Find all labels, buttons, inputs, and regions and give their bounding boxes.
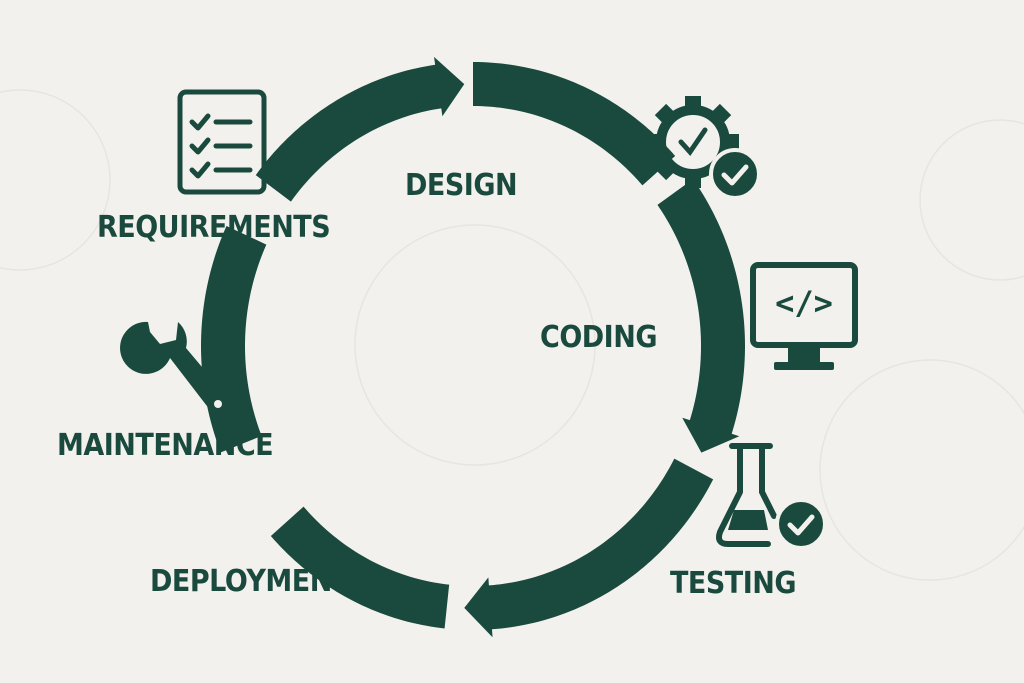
cycle-arrow-requirements-to-design bbox=[255, 56, 465, 202]
stage-label-coding: CODING bbox=[540, 320, 657, 355]
stage-label-maintenance: MAINTENANCE bbox=[57, 428, 274, 463]
monitor-code-icon: </> bbox=[750, 262, 858, 370]
stage-label-requirements: REQUIREMENTS bbox=[97, 210, 331, 245]
flask-check-icon bbox=[716, 443, 827, 550]
cycle-arc-maintenance bbox=[201, 225, 267, 453]
cycle-arc-deployment bbox=[270, 506, 450, 629]
gear-check-icon bbox=[647, 96, 761, 200]
code-glyph: </> bbox=[775, 284, 833, 322]
cycle-arrow-testing-to-deployment bbox=[464, 458, 714, 638]
stage-label-deployment: DEPLOYMENT bbox=[150, 564, 350, 599]
cycle-arc-design bbox=[473, 62, 676, 186]
wrench-icon bbox=[120, 321, 230, 415]
stage-label-testing: TESTING bbox=[670, 566, 797, 601]
checklist-icon bbox=[177, 89, 267, 195]
stage-label-design: DESIGN bbox=[405, 168, 518, 203]
cycle-arrow-design-to-coding bbox=[657, 179, 745, 453]
